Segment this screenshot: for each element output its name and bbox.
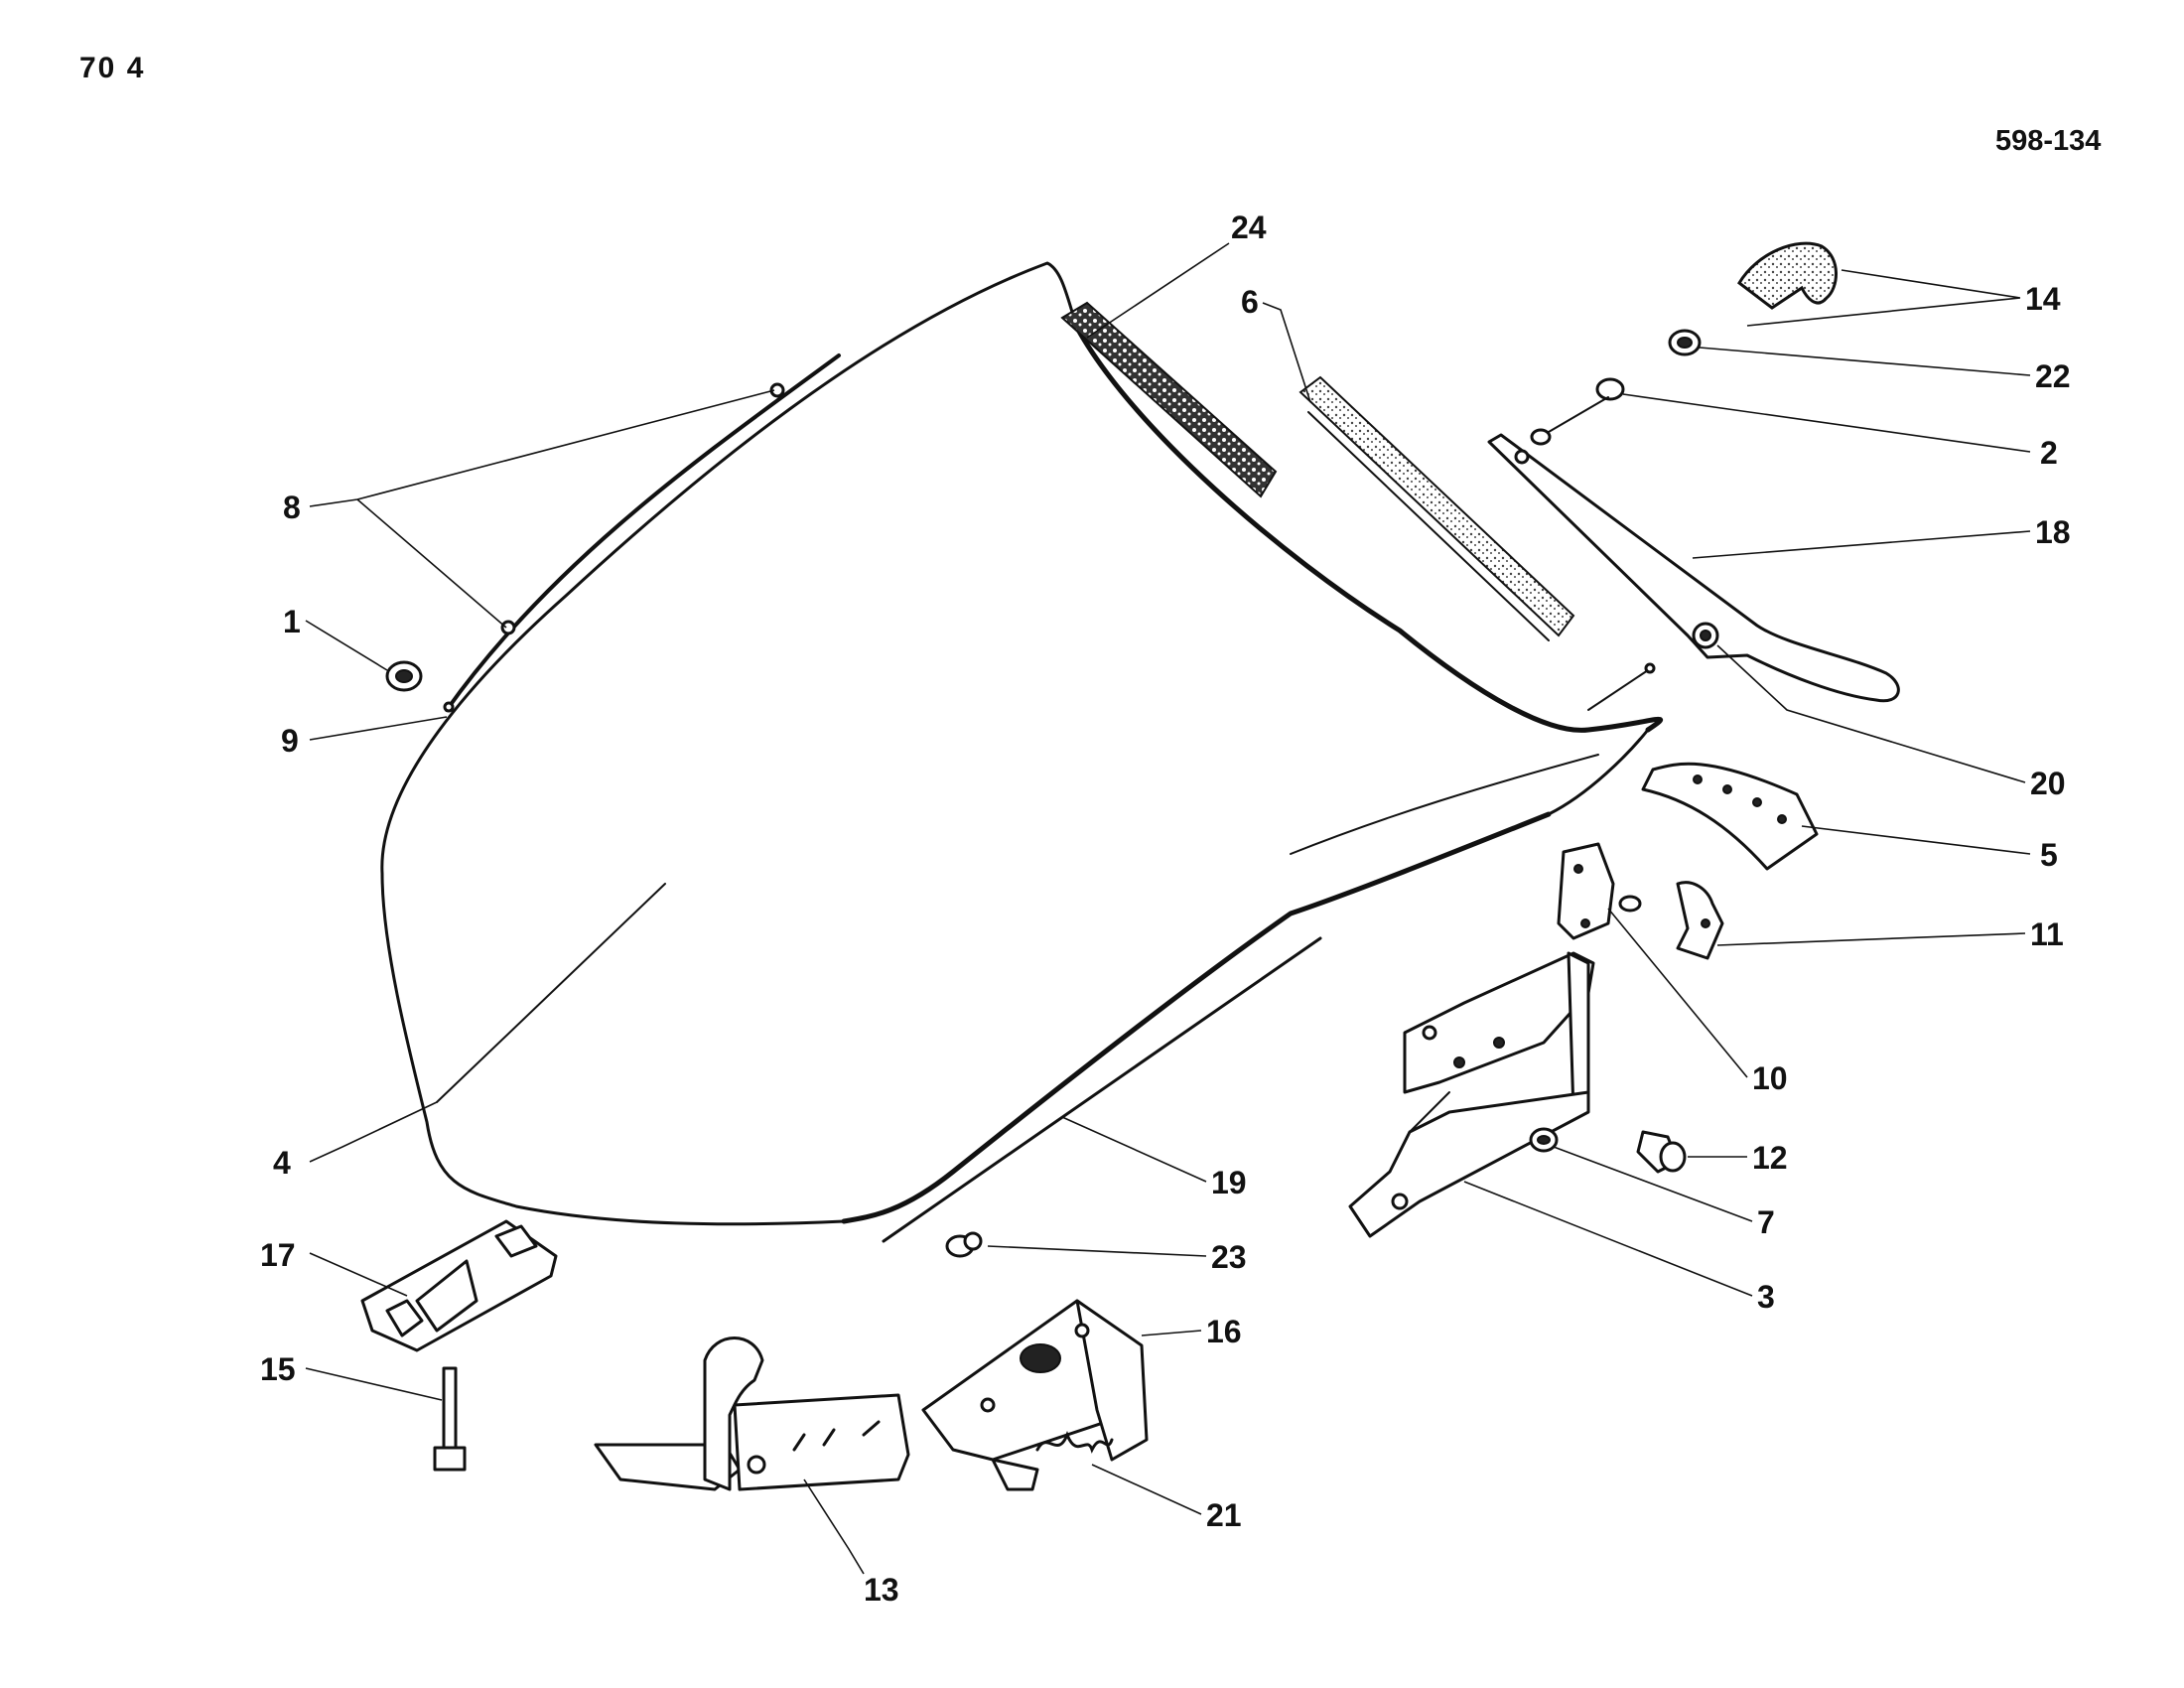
leader-13	[803, 1478, 865, 1575]
leader-24	[1086, 242, 1230, 339]
leader-10	[1607, 908, 1748, 1078]
callout-16: 16	[1206, 1314, 1242, 1349]
callout-20: 20	[2030, 766, 2066, 801]
leader-23	[987, 1245, 1207, 1257]
callout-6: 6	[1241, 284, 1259, 320]
latch-mechanism	[921, 1299, 1149, 1491]
callout-12: 12	[1752, 1140, 1788, 1176]
callout-8: 8	[283, 490, 301, 525]
bolt-long	[433, 1366, 467, 1472]
rivet	[945, 1231, 983, 1258]
support-rod-knob	[1530, 241, 1838, 446]
callout-4: 4	[273, 1145, 291, 1181]
callout-15: 15	[260, 1351, 296, 1387]
callout-21: 21	[1206, 1497, 1242, 1533]
callout-9: 9	[281, 723, 299, 759]
bolt-short	[1636, 1130, 1687, 1174]
callout-7: 7	[1757, 1204, 1775, 1240]
leader-9	[309, 716, 448, 741]
callout-13: 13	[864, 1572, 899, 1608]
callout-24: 24	[1231, 210, 1267, 245]
figure-number: 598-134	[1995, 125, 2102, 157]
callout-10: 10	[1752, 1060, 1788, 1096]
leader-16	[1141, 1330, 1202, 1336]
callout-labels: 24 6 14 22 2 18 20 5 11 10 12 7 3 19 23 …	[260, 210, 2071, 1608]
prop-wire	[882, 936, 1322, 1243]
leader-15	[305, 1367, 443, 1401]
hinge-plate	[1557, 842, 1642, 940]
page-number: 70 4	[79, 52, 146, 84]
leader-1	[305, 620, 388, 671]
leader-19	[1061, 1116, 1207, 1183]
leader-8	[309, 389, 775, 629]
grommet	[385, 660, 423, 692]
hinge-assembly	[1348, 951, 1595, 1238]
leader-22	[1699, 347, 2031, 376]
callout-22: 22	[2035, 358, 2071, 394]
leader-7	[1553, 1146, 1753, 1222]
leader-21	[1091, 1464, 1202, 1515]
latch-hook-bracket	[594, 1336, 910, 1491]
leader-5	[1801, 825, 2031, 855]
callout-3: 3	[1757, 1279, 1775, 1315]
callout-11: 11	[2030, 916, 2064, 952]
leader-lines	[305, 242, 2031, 1575]
leader-3	[1463, 1181, 1753, 1297]
leader-2	[1622, 393, 2031, 453]
callout-14: 14	[2025, 281, 2061, 317]
bracket-plate	[1641, 762, 1819, 871]
callout-19: 19	[1211, 1165, 1247, 1200]
callout-1: 1	[283, 604, 301, 639]
leader-17	[309, 1252, 408, 1297]
striker-plate	[360, 1219, 558, 1352]
leader-18	[1692, 530, 2031, 559]
leader-14	[1746, 269, 2021, 327]
leader-11	[1716, 932, 2026, 946]
wire-end	[1587, 669, 1649, 711]
hood-panel	[380, 261, 1663, 1226]
callout-23: 23	[1211, 1239, 1247, 1275]
spring-clip	[1676, 881, 1724, 960]
nut	[1529, 1127, 1559, 1153]
support-arm	[1487, 433, 1900, 703]
leader-20	[1716, 644, 2026, 783]
leader-4	[309, 1101, 438, 1163]
callout-2: 2	[2040, 435, 2058, 471]
callout-5: 5	[2040, 837, 2058, 873]
callout-17: 17	[260, 1237, 296, 1273]
rubber-seal-strip	[1298, 375, 1575, 641]
foam-seal	[1060, 301, 1278, 498]
leader-6	[1262, 302, 1311, 403]
callout-18: 18	[2035, 514, 2071, 550]
